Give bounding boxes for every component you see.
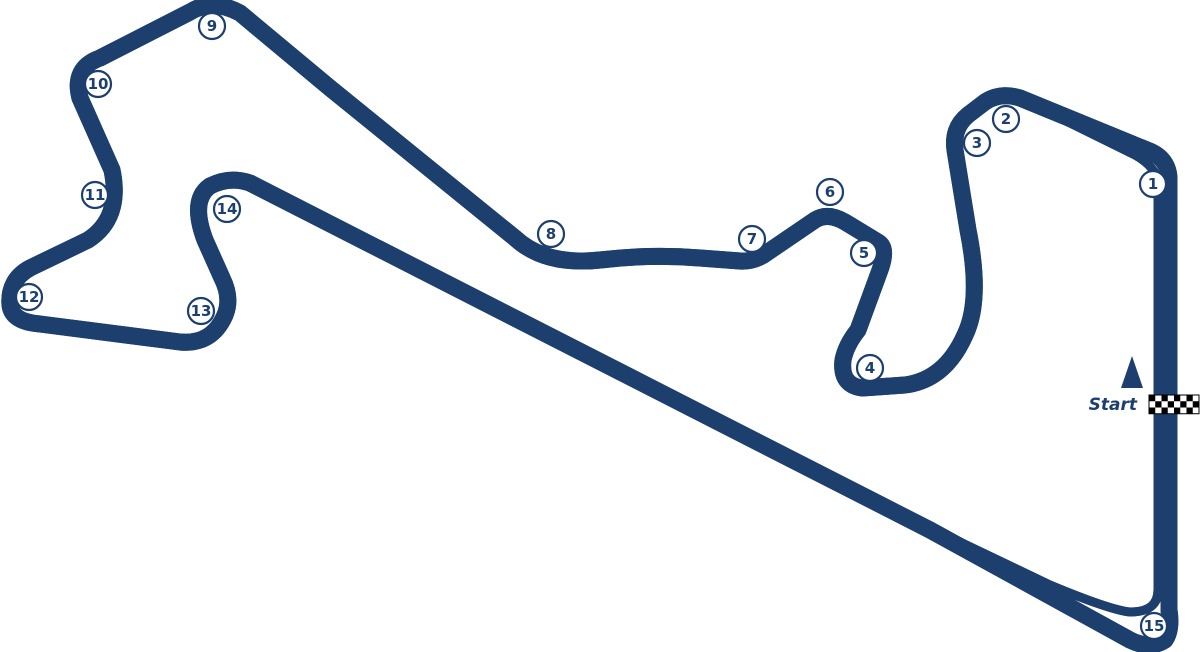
turn-number-12: 12 [19, 288, 40, 306]
checker-square [1155, 401, 1162, 408]
checker-square [1167, 401, 1174, 408]
turn-marker-13: 13 [186, 296, 216, 326]
turn-marker-15: 15 [1139, 611, 1169, 641]
start-label: Start [1089, 395, 1138, 415]
turn-marker-3: 3 [962, 128, 992, 158]
start-direction-arrow [1121, 356, 1143, 388]
checker-square [1161, 407, 1168, 414]
checker-square [1186, 407, 1193, 414]
turn-marker-11: 11 [80, 180, 110, 210]
turn-number-5: 5 [859, 244, 869, 262]
turn-marker-2: 2 [991, 104, 1021, 134]
checker-square [1149, 407, 1156, 414]
turn-marker-14: 14 [212, 194, 242, 224]
turn-number-4: 4 [865, 359, 875, 377]
turn-number-8: 8 [546, 225, 556, 243]
start-finish-line [1148, 394, 1200, 415]
checker-square [1192, 401, 1199, 408]
turn-marker-5: 5 [849, 238, 879, 268]
turn-number-1: 1 [1148, 175, 1158, 193]
checker-square [1174, 395, 1181, 402]
checker-square [1186, 395, 1193, 402]
turn-marker-12: 12 [14, 282, 44, 312]
turn-number-6: 6 [825, 183, 835, 201]
turn-marker-8: 8 [536, 219, 566, 249]
checker-square [1174, 407, 1181, 414]
turn-number-14: 14 [217, 200, 238, 218]
turn-marker-6: 6 [815, 177, 845, 207]
turn-number-11: 11 [85, 186, 106, 204]
turn-marker-9: 9 [197, 11, 227, 41]
circuit-inner-line [10, 5, 1170, 645]
turn-number-15: 15 [1144, 617, 1165, 635]
checker-square [1149, 395, 1156, 402]
turn-marker-4: 4 [855, 353, 885, 383]
checker-square [1161, 395, 1168, 402]
turn-number-7: 7 [747, 230, 757, 248]
turn-number-9: 9 [207, 17, 217, 35]
turn-number-10: 10 [88, 75, 109, 93]
turn-marker-10: 10 [83, 69, 113, 99]
turn-marker-7: 7 [737, 224, 767, 254]
turn-marker-1: 1 [1138, 169, 1168, 199]
turn-number-3: 3 [972, 134, 982, 152]
turn-number-2: 2 [1001, 110, 1011, 128]
checker-square [1180, 401, 1187, 408]
turn-number-13: 13 [191, 302, 212, 320]
